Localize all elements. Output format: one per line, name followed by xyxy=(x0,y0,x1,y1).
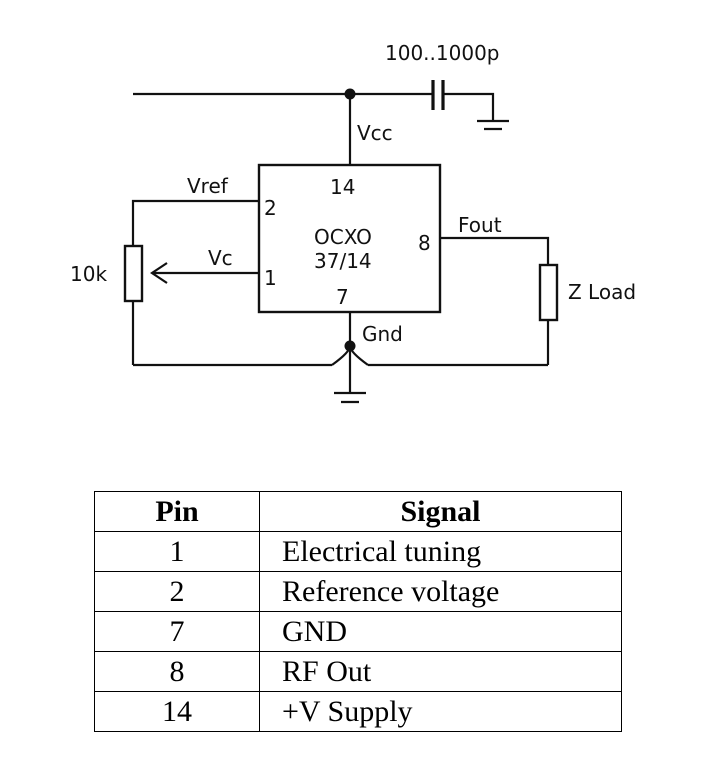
pin-cell: 7 xyxy=(94,611,260,652)
vc-label: Vc xyxy=(208,246,233,270)
pin-column-header: Pin xyxy=(94,491,260,532)
capacitor-ground-lead xyxy=(443,92,495,120)
load-label: Z Load xyxy=(568,280,636,304)
table-row: 7 GND xyxy=(94,611,622,652)
wiper-arrow-head xyxy=(150,262,168,284)
gnd-label: Gnd xyxy=(362,322,403,346)
potentiometer-value-label: 10k xyxy=(70,262,107,286)
signal-cell: Reference voltage xyxy=(259,571,622,612)
vref-label: Vref xyxy=(187,174,229,198)
fout-label: Fout xyxy=(458,213,502,237)
signal-cell: Electrical tuning xyxy=(259,531,622,572)
table-header-row: Pin Signal xyxy=(94,491,622,532)
pin-signal-table: Pin Signal 1 Electrical tuning 2 Referen… xyxy=(94,491,622,732)
ic-model-label: 37/14 xyxy=(314,249,372,273)
pin-8-label: 8 xyxy=(418,231,431,255)
ocxo-schematic: 100..1000p Vcc 14 OCXO 37/14 2 1 8 7 Vre… xyxy=(70,41,636,404)
pin-cell: 2 xyxy=(94,571,260,612)
table-row: 14 +V Supply xyxy=(94,691,622,732)
signal-cell: RF Out xyxy=(259,651,622,692)
pin-2-label: 2 xyxy=(264,196,277,220)
table-row: 1 Electrical tuning xyxy=(94,531,622,572)
potentiometer xyxy=(123,244,144,303)
signal-cell: +V Supply xyxy=(259,691,622,732)
pin-1-label: 1 xyxy=(264,266,277,290)
vref-wire xyxy=(131,199,259,246)
table-row: 2 Reference voltage xyxy=(94,571,622,612)
pin-14-label: 14 xyxy=(330,175,355,199)
gnd-junction-dot xyxy=(344,340,356,352)
table-row: 8 RF Out xyxy=(94,651,622,692)
capacitor-value-label: 100..1000p xyxy=(385,41,499,65)
signal-cell: GND xyxy=(259,611,622,652)
pin-cell: 1 xyxy=(94,531,260,572)
vcc-label: Vcc xyxy=(357,121,393,145)
ic-name-label: OCXO xyxy=(314,225,372,249)
pin-cell: 8 xyxy=(94,651,260,692)
load-resistor xyxy=(538,263,559,322)
signal-column-header: Signal xyxy=(259,491,622,532)
pin-7-label: 7 xyxy=(336,285,349,309)
fout-wire xyxy=(440,236,550,265)
pin-cell: 14 xyxy=(94,691,260,732)
